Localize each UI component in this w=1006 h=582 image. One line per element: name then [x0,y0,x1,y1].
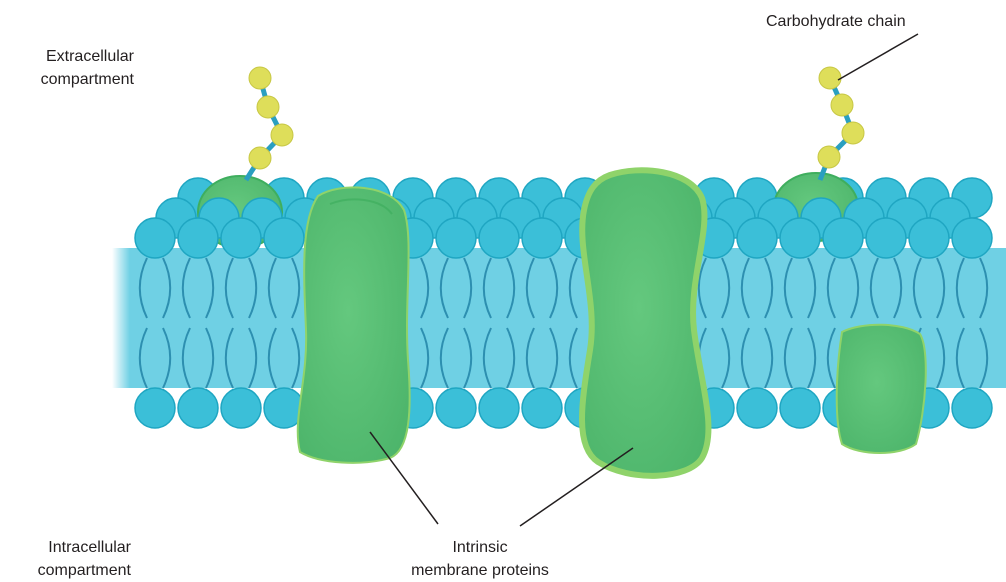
lipid-head [522,218,562,258]
carbohydrate-chain-left-sugars [249,67,293,169]
leader-carbohydrate [838,34,918,80]
lipid-head [823,218,863,258]
lipid-head [264,218,304,258]
lipid-head [178,218,218,258]
lipid-head [135,388,175,428]
label-intracellular-line2: compartment [28,559,131,582]
lipid-head [436,218,476,258]
label-intracellular: Intracellular compartment [28,536,131,582]
label-extracellular: Extracellular compartment [36,45,134,91]
lipid-head [737,388,777,428]
lipid-head [737,218,777,258]
lipid-head [780,388,820,428]
lipid-head [866,218,906,258]
intrinsic-protein-left [298,187,410,462]
leader-intrinsic-left [370,432,438,524]
carbohydrate-chain-right-sugars [818,67,864,168]
lipid-head [221,218,261,258]
lipid-head [178,388,218,428]
lipid-head [479,218,519,258]
lipid-head [436,388,476,428]
lipid-head [135,218,175,258]
label-intrinsic-proteins: Intrinsic membrane proteins [380,536,580,582]
label-intrinsic-line2: membrane proteins [380,559,580,582]
lipid-head [952,218,992,258]
lipid-head [909,218,949,258]
label-carbohydrate-chain: Carbohydrate chain [766,10,906,33]
intrinsic-protein-right [837,325,926,453]
lipid-head [522,388,562,428]
lipid-head [479,388,519,428]
lipid-head [221,388,261,428]
intrinsic-protein-center [582,170,708,476]
leader-intrinsic-center [520,448,633,526]
label-intrinsic-line1: Intrinsic [380,536,580,559]
label-extracellular-line1: Extracellular [36,45,134,68]
lipid-head [780,218,820,258]
lipid-head [952,388,992,428]
label-extracellular-line2: compartment [36,68,134,91]
label-intracellular-line1: Intracellular [28,536,131,559]
label-carbohydrate-text: Carbohydrate chain [766,10,906,33]
